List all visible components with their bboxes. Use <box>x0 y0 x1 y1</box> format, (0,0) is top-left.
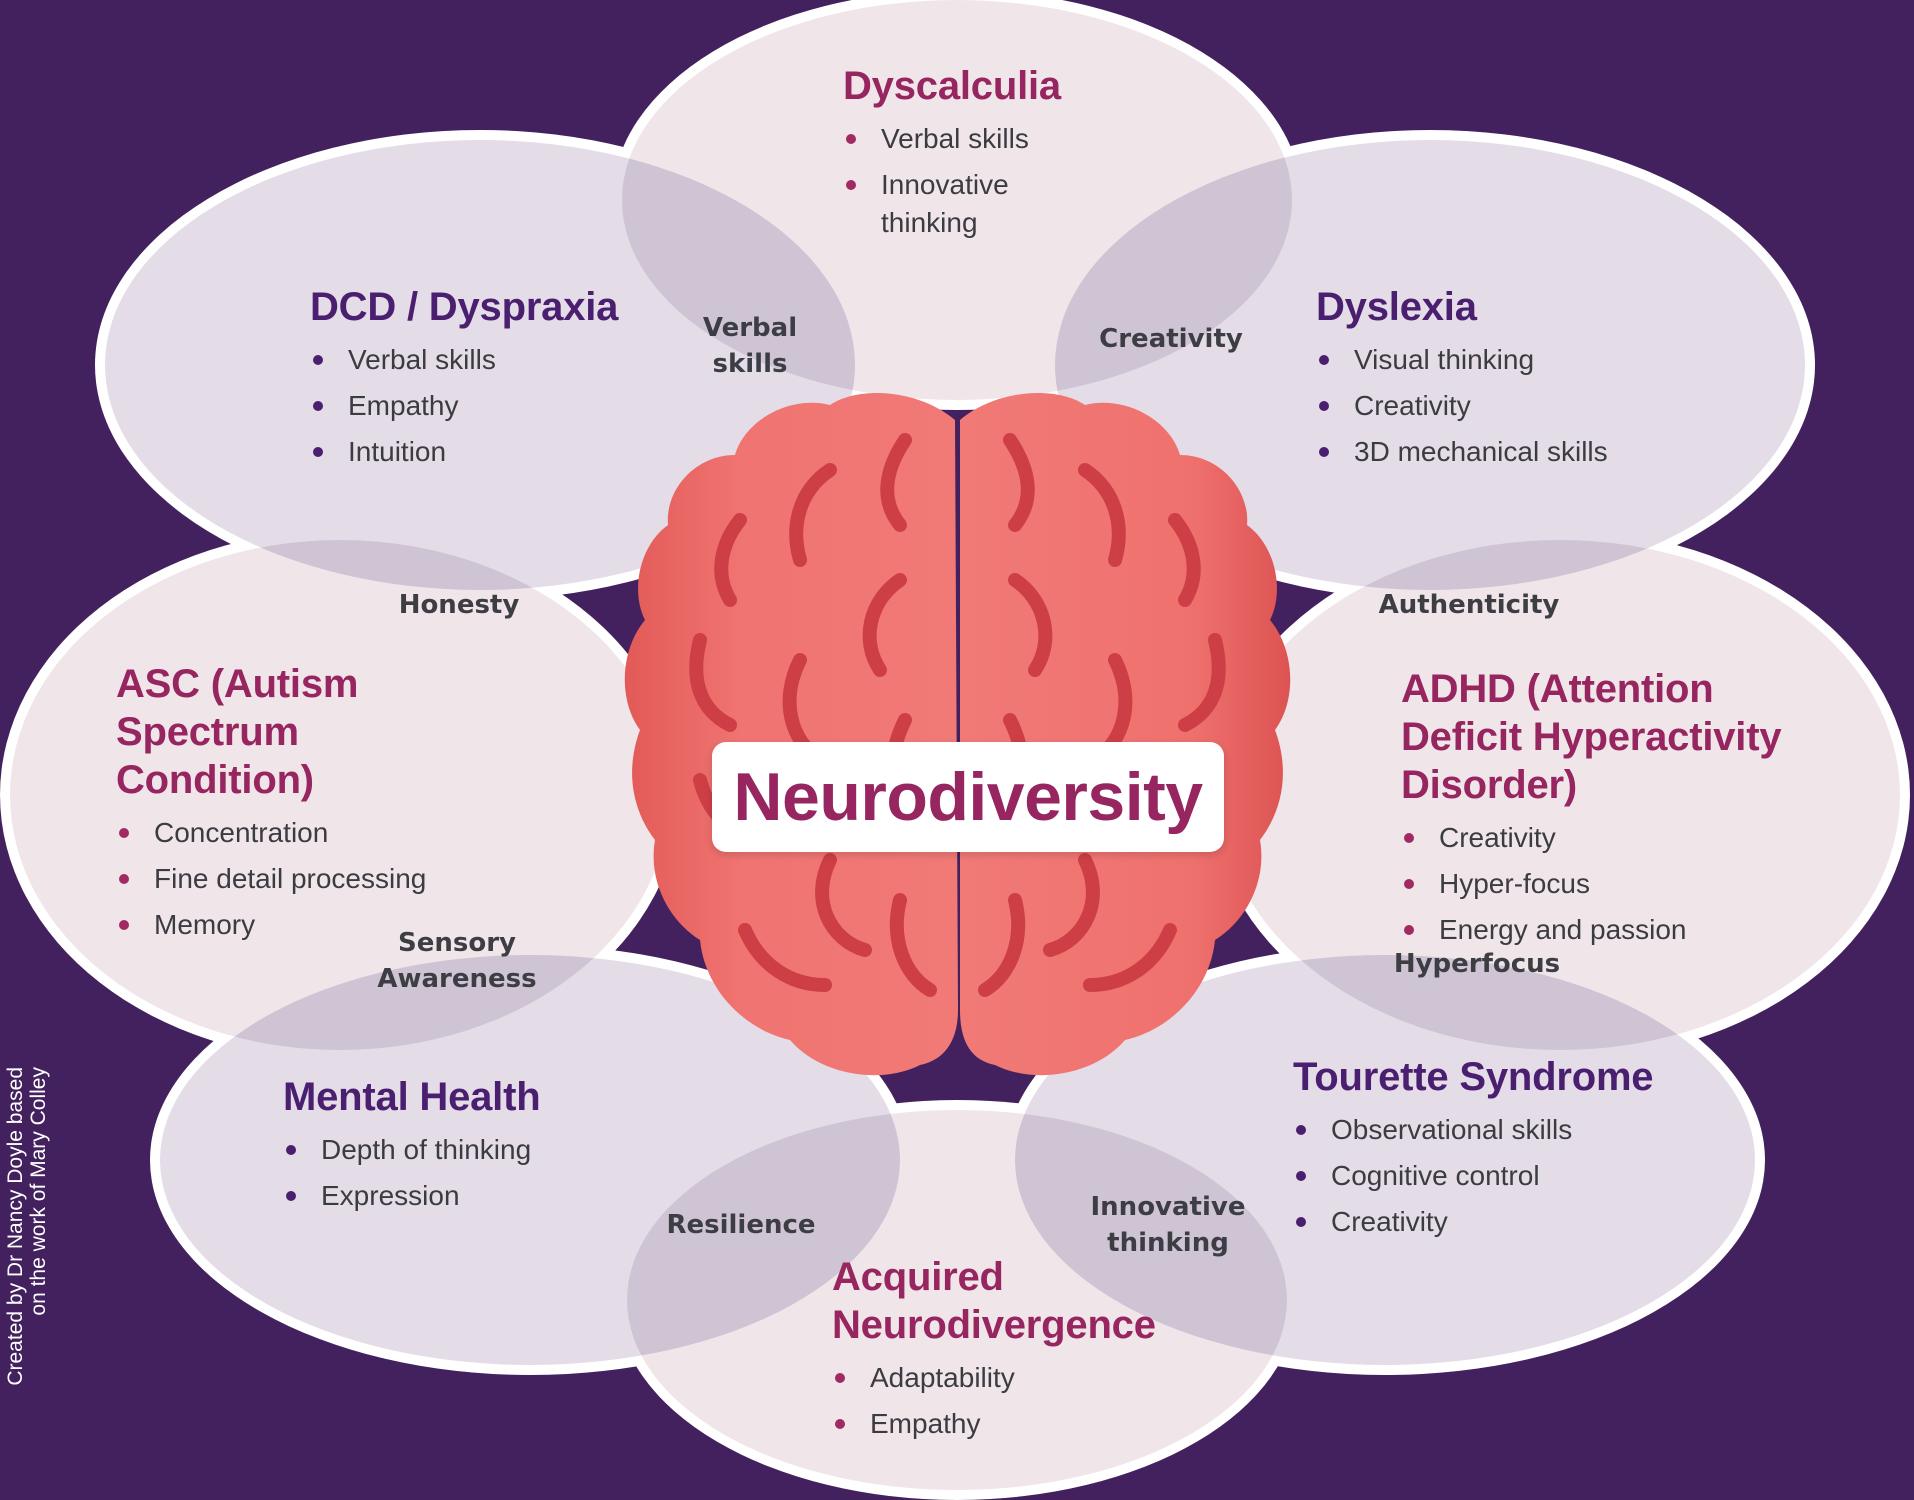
list-item: Memory <box>116 906 516 944</box>
list-item: Creativity <box>1293 1203 1673 1241</box>
overlap-label-hyperfocus: Hyperfocus <box>1393 949 1561 979</box>
overlap-label-creativity: Creativity <box>1099 324 1243 354</box>
list-item: Depth of thinking <box>283 1131 603 1169</box>
petal-dcd-content: DCD / Dyspraxia Verbal skills Empathy In… <box>310 283 640 479</box>
overlap-label-authenticity: Authenticity <box>1378 590 1560 620</box>
petal-title-dcd: DCD / Dyspraxia <box>310 285 619 329</box>
list-item: Observational skills <box>1293 1111 1673 1149</box>
list-item: Concentration <box>116 814 516 852</box>
overlap-label-verbal-skills: Verbal skills <box>702 313 798 379</box>
petal-mental-health-content: Mental Health Depth of thinking Expressi… <box>283 1073 603 1223</box>
overlap-label-sensory-awareness: Sensory Awareness <box>377 928 537 994</box>
petal-title-mental-health: Mental Health <box>283 1075 541 1119</box>
list-item: Verbal skills <box>310 341 640 379</box>
list-item: Intuition <box>310 433 640 471</box>
brain-illustration <box>624 393 1291 1076</box>
petal-tourette-content: Tourette Syndrome Observational skills C… <box>1293 1053 1673 1249</box>
petal-adhd-content: ADHD (Attention Deficit Hyperactivity Di… <box>1401 665 1841 957</box>
petal-asc <box>10 540 670 1050</box>
list-item: Creativity <box>1401 819 1841 857</box>
credit-line-2: on the work of Mary Colley <box>27 1067 50 1316</box>
list-item: Visual thinking <box>1316 341 1656 379</box>
petal-title-dyscalculia: Dyscalculia <box>843 64 1061 108</box>
overlap-label-honesty: Honesty <box>398 590 520 620</box>
list-item: Adaptability <box>832 1359 1152 1397</box>
list-item: Fine detail processing <box>116 860 516 898</box>
list-item: Empathy <box>310 387 640 425</box>
list-item: Energy and passion <box>1401 911 1841 949</box>
petal-title-asc: ASC (Autism Spectrum Condition) <box>116 662 359 802</box>
petal-dyslexia-content: Dyslexia Visual thinking Creativity 3D m… <box>1316 283 1656 479</box>
list-item: Cognitive control <box>1293 1157 1673 1195</box>
petal-asc-content: ASC (Autism Spectrum Condition) Concentr… <box>116 660 516 952</box>
list-item: 3D mechanical skills <box>1316 433 1656 471</box>
overlap-lenses <box>105 140 1805 1365</box>
petal-title-tourette: Tourette Syndrome <box>1293 1055 1654 1099</box>
petal-title-adhd: ADHD (Attention Deficit Hyperactivity Di… <box>1401 667 1782 807</box>
list-item: Empathy <box>832 1405 1152 1443</box>
credit-line-1: Created by Dr Nancy Doyle based <box>4 1067 27 1386</box>
overlap-label-innovative-thinking: Innovative thinking <box>1090 1192 1246 1258</box>
list-item: Innovative thinking <box>843 166 1041 242</box>
petal-dyscalculia-content: Dyscalculia Verbal skills Innovative thi… <box>843 62 1143 250</box>
list-item: Verbal skills <box>843 120 1143 158</box>
overlap-label-resilience: Resilience <box>666 1210 816 1240</box>
list-item: Hyper-focus <box>1401 865 1841 903</box>
petal-adhd <box>1220 540 1900 1050</box>
petal-title-dyslexia: Dyslexia <box>1316 285 1477 329</box>
list-item: Expression <box>283 1177 603 1215</box>
center-title: Neurodiversity <box>712 742 1224 852</box>
credit-text: Created by Dr Nancy Doyle based on the w… <box>4 1067 52 1427</box>
list-item: Creativity <box>1316 387 1656 425</box>
petal-title-acquired: Acquired Neurodivergence <box>832 1255 1156 1347</box>
petal-acquired-content: Acquired Neurodivergence Adaptability Em… <box>832 1253 1156 1451</box>
